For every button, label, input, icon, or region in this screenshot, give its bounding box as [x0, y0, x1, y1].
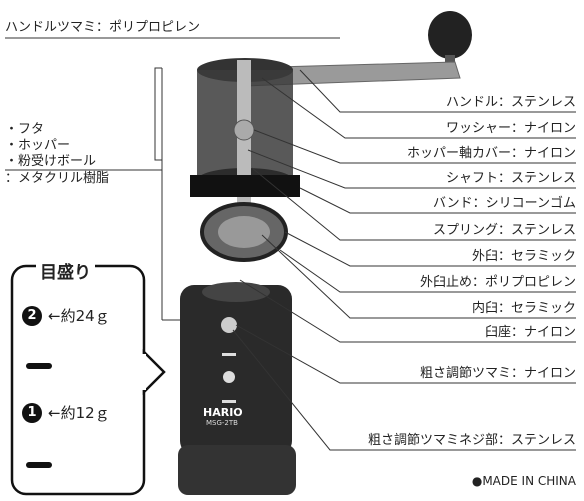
- handle-knob: [428, 11, 472, 59]
- label-spring: スプリング：ステンレス: [432, 223, 576, 238]
- adjust-knob: [221, 317, 237, 333]
- made-in-label: ●MADE IN CHINA: [471, 474, 576, 488]
- label-washer: ワッシャー：ナイロン: [445, 121, 576, 136]
- grounds-bowl: [180, 285, 292, 455]
- label-adjust-knob: 粗さ調節ツマミ：ナイロン: [419, 366, 576, 381]
- label-band: バンド：シリコーンゴム: [432, 196, 576, 211]
- gauge-row-2: 2 ←約24ｇ: [22, 305, 110, 326]
- brand-logo: HARIO: [203, 406, 243, 419]
- left-label-material: ：メタクリル樹脂: [5, 171, 110, 186]
- label-inner-burr: 内臼：セラミック: [471, 301, 576, 316]
- label-outer-burr-stop: 外臼止め：ポリプロピレン: [419, 275, 576, 290]
- label-hopper-cover: ホッパー軸カバー：ナイロン: [406, 146, 576, 161]
- badge-1: 1: [22, 402, 42, 423]
- washer: [233, 119, 255, 141]
- gauge-dash: [26, 462, 52, 468]
- label-handle: ハンドル：ステンレス: [445, 95, 576, 110]
- left-label-lid: ・フタ: [5, 122, 45, 137]
- label-shaft: シャフト：ステンレス: [445, 171, 576, 186]
- label-burr-seat: 臼座：ナイロン: [484, 325, 576, 340]
- gauge-row-1: 1 ←約12ｇ: [22, 402, 110, 423]
- handle-knob-label: ハンドルツマミ：ポリプロピレン: [5, 20, 201, 35]
- left-label-bowl: ・粉受けボール: [5, 154, 97, 169]
- gauge-dash: [26, 363, 52, 369]
- label-outer-burr: 外臼：セラミック: [471, 249, 576, 264]
- gauge-text-2: ←約24ｇ: [48, 307, 110, 325]
- badge-2: 2: [22, 305, 42, 326]
- gauge-title: 目盛り: [36, 258, 95, 283]
- label-adjust-screw: 粗さ調節ツマミネジ部：ステンレス: [367, 433, 576, 448]
- band: [190, 175, 300, 197]
- gauge-text-1: ←約12ｇ: [48, 404, 110, 422]
- left-label-hopper: ・ホッパー: [5, 138, 71, 153]
- model-number: MSG-2TB: [206, 419, 238, 427]
